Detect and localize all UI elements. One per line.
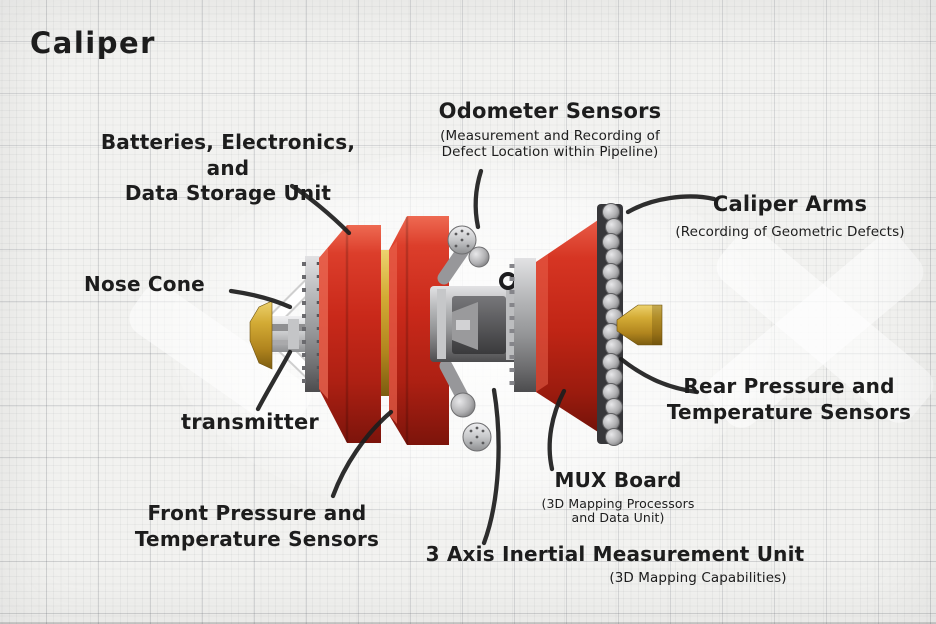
- label-odometer-title: Odometer Sensors: [438, 99, 662, 123]
- label-rear-pt: Rear Pressure and Temperature Sensors: [663, 374, 915, 425]
- label-front-pt-line1: Front Pressure and: [147, 501, 367, 525]
- gold-spacer-ring: [381, 250, 389, 396]
- label-batteries: Batteries, Electronics, and Data Storage…: [78, 130, 378, 207]
- caliper-arms-chain: [597, 203, 623, 446]
- label-imu-title: 3 Axis Inertial Measurement Unit: [425, 542, 805, 566]
- label-nose-cone: Nose Cone: [84, 272, 205, 296]
- rear-cone: [616, 304, 663, 346]
- label-mux-sub2: and Data Unit): [571, 510, 665, 526]
- label-mux-title: MUX Board: [554, 468, 682, 492]
- page-title: Caliper: [30, 26, 156, 60]
- label-imu-sub: (3D Mapping Capabilities): [609, 570, 787, 586]
- label-transmitter: transmitter: [181, 410, 319, 434]
- arrow-odometer: [473, 168, 484, 230]
- arrow-front-pt: [330, 409, 394, 499]
- label-rear-pt-line1: Rear Pressure and: [683, 374, 895, 398]
- front-shaft: [264, 316, 312, 352]
- label-front-pt-line2: Temperature Sensors: [134, 526, 380, 551]
- arrow-mux: [547, 388, 567, 472]
- label-caliper-arms: Caliper Arms (Recording of Geometric Def…: [648, 191, 932, 241]
- second-cup-assembly: [389, 216, 449, 445]
- odometer-arm-upper: [437, 225, 490, 285]
- label-batteries-line1: Batteries, Electronics, and: [100, 130, 356, 180]
- label-front-pt: Front Pressure and Temperature Sensors: [132, 501, 382, 552]
- rear-cup: [536, 220, 598, 432]
- arrow-nose-cone: [228, 288, 293, 310]
- front-cup-assembly: [319, 225, 381, 443]
- lifting-ring: [499, 272, 517, 290]
- label-batteries-line2: Data Storage Unit: [124, 181, 332, 206]
- central-cylinder-body: [430, 258, 536, 392]
- odometer-arm-lower: [439, 359, 492, 452]
- arrow-transmitter: [255, 349, 293, 412]
- label-mux: MUX Board (3D Mapping Processors and Dat…: [532, 468, 704, 526]
- nose-frame-struts: [269, 253, 343, 405]
- nose-cone-shape: [249, 300, 273, 370]
- label-mux-sub1: (3D Mapping Processors: [541, 495, 695, 511]
- label-odometer-sub1: (Measurement and Recording of: [440, 127, 660, 144]
- arrow-imu: [481, 387, 501, 546]
- label-odometer-sub2: Defect Location within Pipeline): [441, 143, 659, 160]
- bottom-edge-shadow: [0, 622, 936, 624]
- label-odometer: Odometer Sensors (Measurement and Record…: [415, 98, 685, 161]
- label-caliper-arms-sub: (Recording of Geometric Defects): [675, 223, 905, 240]
- label-caliper-arms-title: Caliper Arms: [712, 192, 868, 216]
- label-rear-pt-line2: Temperature Sensors: [666, 399, 912, 424]
- front-flange: [302, 256, 320, 392]
